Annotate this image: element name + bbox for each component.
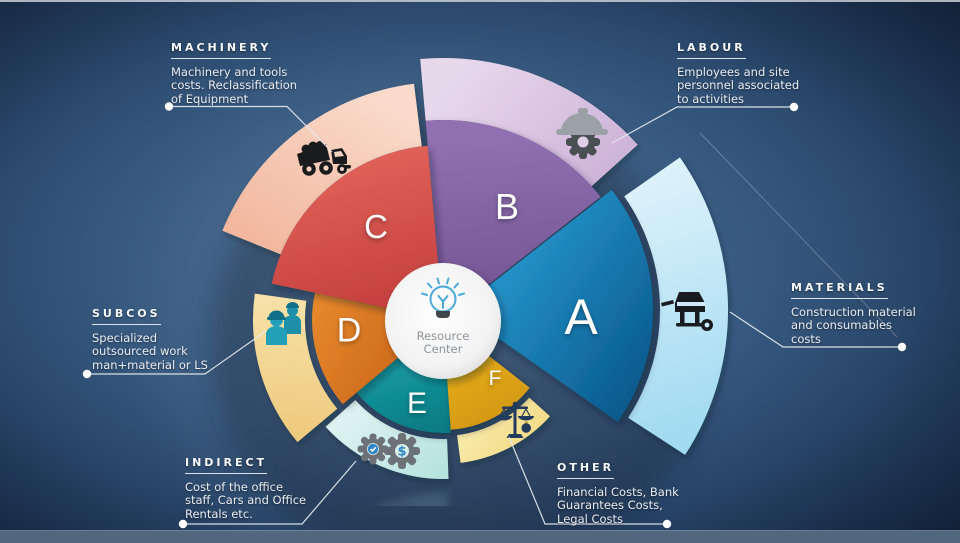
leader-dot-other <box>662 519 672 529</box>
label-materials: MATERIALS Construction material and cons… <box>791 281 941 346</box>
label-labour-desc-line: to activities <box>677 91 745 106</box>
segment-letter-f: F <box>488 367 502 390</box>
label-labour-desc-line: personnel associated <box>677 78 800 92</box>
leader-line-indirect <box>183 460 357 525</box>
segment-letter-b: B <box>494 186 520 227</box>
label-subcos-desc-line: outsourced work <box>92 344 188 358</box>
segment-letter-c: C <box>364 208 388 245</box>
label-other-desc-line: Financial Costs, Bank <box>557 484 679 499</box>
leader-dot-materials <box>897 342 907 352</box>
leader-line-other <box>508 436 667 525</box>
hub-circle <box>385 263 501 379</box>
leader-lines <box>87 105 902 525</box>
label-other-desc-line: Guarantees Costs, <box>557 498 663 512</box>
segment-letter-d: D <box>336 311 362 350</box>
lightbulb-icon <box>421 277 465 318</box>
label-subcos: SUBCOS Specialized outsourced work man+m… <box>92 307 242 372</box>
dollar-glyph: $ <box>397 445 406 460</box>
label-materials-desc-line: costs <box>791 331 821 346</box>
sector-c-machinery <box>271 145 443 320</box>
concrete-mixer-icon <box>661 292 713 331</box>
label-machinery-desc-line: Machinery and tools <box>171 64 288 79</box>
label-subcos-desc-line: Specialized <box>92 330 158 345</box>
hub-label-line1: Resource <box>416 329 470 343</box>
safety-helmet-icon <box>556 108 608 159</box>
label-indirect: INDIRECT Cost of the office staff, Cars … <box>185 456 335 521</box>
label-materials-desc-line: Construction material <box>791 304 916 319</box>
hub-label: Resource Center <box>383 330 503 356</box>
leader-dot-machinery <box>164 102 174 111</box>
leader-dot-indirect <box>178 519 188 529</box>
gears-icon: $ <box>357 433 420 469</box>
band-f-other <box>457 397 550 463</box>
floor-strip <box>0 531 960 543</box>
leader-line-labour <box>611 106 794 144</box>
label-indirect-desc-line: Rentals etc. <box>185 506 253 521</box>
label-other-desc-line: Legal Costs <box>557 511 624 526</box>
hub-label-line2: Center <box>423 342 463 356</box>
slide-top-border <box>0 0 960 2</box>
label-indirect-title: INDIRECT <box>185 456 268 474</box>
label-subcos-desc-line: man+material or LS <box>92 357 208 372</box>
band-e-indirect <box>325 400 449 479</box>
leader-dot-subcos <box>82 369 92 379</box>
label-machinery: MACHINERY Machinery and tools costs. Rec… <box>171 41 321 106</box>
label-labour: LABOUR Employees and site personnel asso… <box>677 41 827 106</box>
label-other: OTHER Financial Costs, Bank Guarantees C… <box>557 461 707 526</box>
sector-a-materials <box>458 189 653 422</box>
segment-letter-a: A <box>564 289 598 345</box>
label-machinery-title: MACHINERY <box>171 41 272 59</box>
label-indirect-desc-line: staff, Cars and Office <box>185 493 307 507</box>
label-labour-desc-line: Employees and site <box>677 64 790 79</box>
label-other-title: OTHER <box>557 461 615 479</box>
label-materials-desc-line: and consumables <box>791 318 893 332</box>
leader-line-machinery <box>169 105 333 153</box>
label-subcos-title: SUBCOS <box>92 307 161 325</box>
dump-truck-icon <box>297 141 351 176</box>
leader-line-subcos <box>87 330 267 375</box>
label-machinery-desc-line: of Equipment <box>171 91 249 106</box>
label-indirect-desc-line: Cost of the office <box>185 479 284 494</box>
leader-dots <box>82 102 907 529</box>
label-labour-title: LABOUR <box>677 41 746 59</box>
label-machinery-desc-line: costs. Reclassification <box>171 78 298 92</box>
construction-workers-icon <box>266 302 301 345</box>
leader-line-materials <box>729 311 902 348</box>
leader-dot-labour <box>789 102 799 112</box>
segment-letter-e: E <box>406 387 428 420</box>
resource-wheel-diagram: $ <box>222 58 729 479</box>
scales-icon <box>496 401 534 438</box>
label-materials-title: MATERIALS <box>791 281 888 299</box>
